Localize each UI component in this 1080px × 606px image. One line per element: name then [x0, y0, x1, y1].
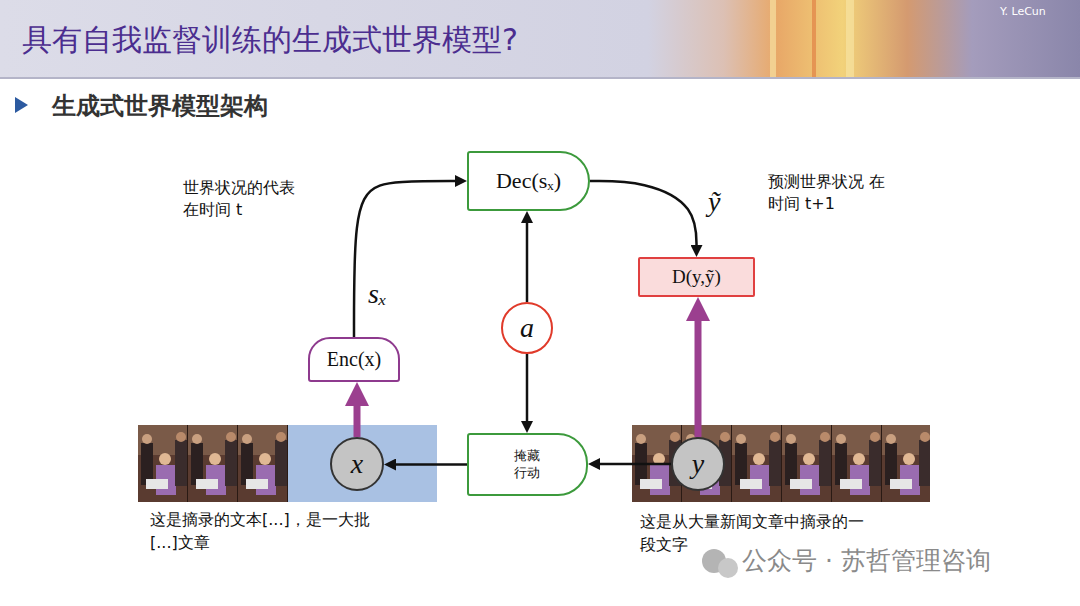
signal-name: ỹ: [708, 186, 720, 218]
flow-arrow: [526, 354, 529, 427]
flow-arrow: [526, 217, 529, 302]
decoder-box: Dec(sₓ): [467, 151, 590, 211]
node-label: 掩藏 行动: [513, 448, 543, 481]
node-label: y: [692, 448, 704, 480]
bar-streak: [812, 0, 816, 78]
target-circle: y: [671, 437, 725, 491]
state-note: 世界状况的代表 在时间 t: [183, 177, 308, 222]
node-label: a: [520, 312, 534, 344]
cost-box: D(y,ỹ): [638, 257, 755, 297]
observation-circle: x: [330, 437, 384, 491]
bar-streak: [846, 0, 854, 78]
video-frames: [138, 425, 288, 502]
frame-caption: 这是摘录的文本[...]，是一大批 [...]文章: [150, 508, 400, 554]
title-rule: [0, 77, 1080, 79]
slide-title: 具有自我监督训练的生成式世界模型?: [22, 20, 518, 61]
flow-arrow: [390, 463, 467, 466]
encoder-box: Enc(x): [308, 337, 400, 382]
section-heading: 生成式世界模型架构: [52, 90, 268, 122]
encoding-arrow: [695, 309, 702, 437]
flow-arrow: [590, 181, 697, 251]
masking-box: 掩藏 行动: [467, 433, 588, 496]
node-label: x: [351, 448, 363, 480]
flow-arrow: [594, 463, 671, 466]
prediction-note: 预测世界状况 在 时间 t+1: [768, 171, 893, 216]
watermark: 公众号 · 苏哲管理咨询: [742, 544, 991, 577]
encoding-arrow: [354, 394, 361, 437]
video-frames: [632, 425, 930, 502]
author-tag: Y. LeCun: [1000, 5, 1046, 18]
node-label: D(y,ỹ): [672, 266, 721, 288]
bar-streak: [770, 0, 776, 78]
signal-name: sₓ: [368, 278, 387, 310]
node-label: Enc(x): [327, 348, 381, 371]
latent-variable-circle: a: [501, 302, 553, 354]
bullet-triangle: [15, 97, 28, 113]
wechat-icon: [718, 558, 738, 578]
node-label: Dec(sₓ): [496, 168, 561, 194]
title-bar: [0, 0, 1080, 78]
flow-arrow: [354, 181, 461, 337]
